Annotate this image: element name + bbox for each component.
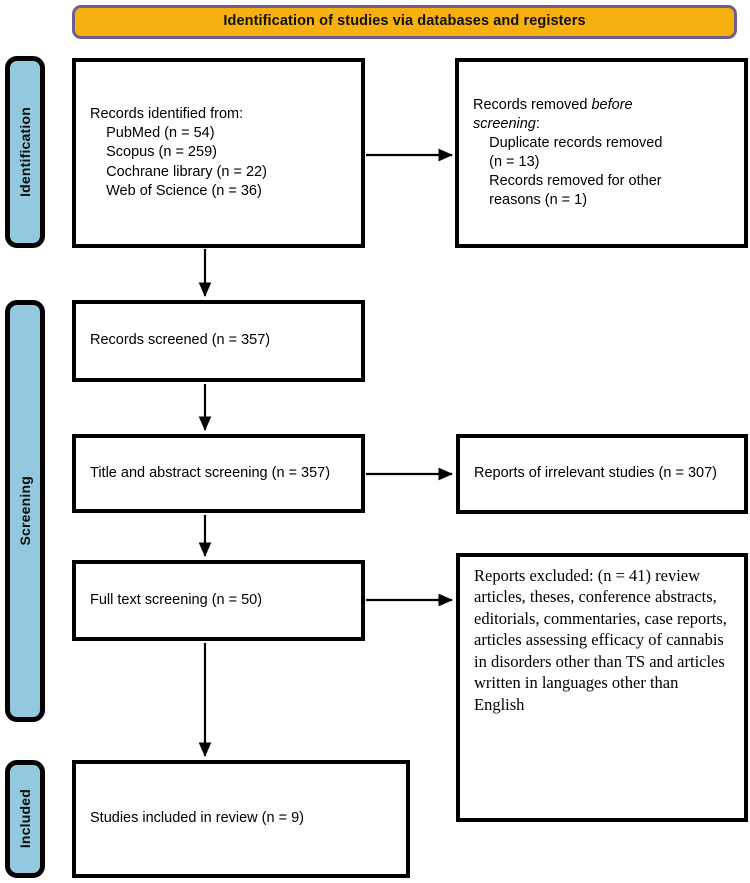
stage-label-screening: Screening [5, 300, 45, 722]
box-studies-included: Studies included in review (n = 9) [72, 760, 410, 878]
box-title-abstract-screening-text: Title and abstract screening (n = 357) [90, 464, 331, 481]
box-reports-excluded-text: Reports excluded: (n = 41) review articl… [474, 566, 732, 714]
stage-label-identification: Identification [5, 56, 45, 248]
records-removed-details: Duplicate records removed (n = 13) Recor… [489, 134, 663, 209]
diagram-header-banner: Identification of studies via databases … [72, 5, 737, 39]
stage-label-screening-text: Screening [17, 476, 33, 546]
box-records-removed: Records removed before screening: Duplica… [455, 58, 748, 248]
box-records-screened-text: Records screened (n = 357) [90, 332, 271, 349]
box-irrelevant-reports-text: Reports of irrelevant studies (n = 307) [474, 465, 717, 482]
box-records-screened: Records screened (n = 357) [72, 300, 365, 382]
box-title-abstract-screening: Title and abstract screening (n = 357) [72, 434, 365, 513]
box-studies-included-text: Studies included in review (n = 9) [90, 810, 304, 827]
records-removed-italic-screening: screening [473, 115, 536, 132]
records-removed-colon: : [535, 115, 540, 132]
stage-label-identification-text: Identification [17, 107, 33, 197]
box-irrelevant-reports: Reports of irrelevant studies (n = 307) [456, 434, 748, 514]
stage-label-included-text: Included [17, 789, 33, 849]
box-full-text-screening-text: Full text screening (n = 50) [90, 591, 263, 608]
box-reports-excluded: Reports excluded: (n = 41) review articl… [456, 553, 748, 822]
records-removed-lead: Records removed [473, 96, 592, 113]
box-records-identified-text: Records identified from: PubMed (n = 54)… [90, 106, 267, 199]
box-records-removed-text: Records removed before screening: Duplica… [473, 96, 730, 211]
box-records-identified: Records identified from: PubMed (n = 54)… [72, 58, 365, 248]
diagram-title: Identification of studies via databases … [223, 13, 586, 30]
stage-label-included: Included [5, 760, 45, 878]
records-removed-italic-before: before [591, 96, 633, 113]
box-full-text-screening: Full text screening (n = 50) [72, 560, 365, 641]
